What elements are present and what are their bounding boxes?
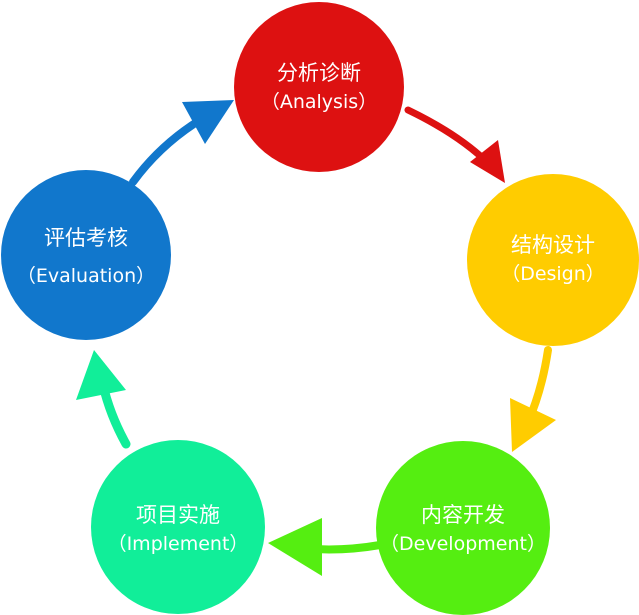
implement-cn-label: 项目实施 — [136, 503, 220, 527]
arrow-development-to-implement — [268, 518, 384, 576]
design-circle — [467, 174, 639, 346]
analysis-cn-label: 分析诊断 — [277, 61, 361, 85]
development-circle — [376, 441, 550, 615]
evaluation-en-label: （Evaluation） — [17, 265, 155, 287]
arrow-implement-to-evaluation — [76, 350, 131, 449]
arrow-analysis-to-design — [404, 106, 505, 183]
analysis-circle — [234, 2, 404, 172]
design-en-label: （Design） — [501, 263, 605, 285]
analysis-en-label: （Analysis） — [261, 91, 377, 113]
arrow-evaluation-to-analysis — [129, 100, 234, 186]
node-development: 内容开发 （Development） — [376, 441, 550, 615]
implement-en-label: （Implement） — [108, 533, 249, 555]
implement-circle — [91, 440, 265, 614]
node-analysis: 分析诊断 （Analysis） — [234, 2, 404, 172]
node-implement: 项目实施 （Implement） — [91, 440, 265, 614]
development-cn-label: 内容开发 — [421, 503, 505, 527]
evaluation-circle — [1, 170, 171, 340]
arrow-design-to-development — [510, 346, 556, 452]
evaluation-cn-label: 评估考核 — [44, 226, 128, 250]
design-cn-label: 结构设计 — [511, 233, 595, 257]
node-design: 结构设计 （Design） — [467, 174, 639, 346]
development-en-label: （Development） — [380, 533, 546, 555]
node-evaluation: 评估考核 （Evaluation） — [1, 170, 171, 340]
